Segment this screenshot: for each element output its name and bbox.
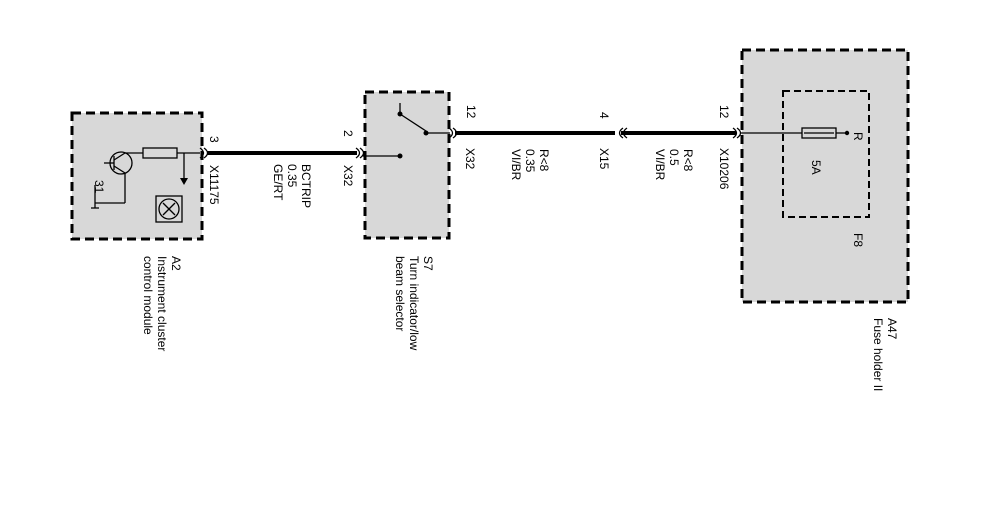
f8-rating-label: 5A xyxy=(809,160,823,175)
wire-r8-035-size: 0.35 xyxy=(523,149,537,173)
wire-bctrip-size: 0.35 xyxy=(285,164,299,188)
wire-r8-05-color: VI/BR xyxy=(653,149,667,181)
ground-symbol xyxy=(91,185,99,209)
a2-name-line1: Instrument cluster xyxy=(155,256,169,351)
connector-x15-icon xyxy=(618,127,628,139)
connector-x11175-icon xyxy=(199,147,209,159)
s7-switch-box xyxy=(363,90,451,240)
s7-pin-left-label: 2 xyxy=(341,130,355,137)
fuse-symbol xyxy=(801,127,850,139)
f8-terminal-label: R xyxy=(851,132,865,141)
a2-pin-label: 3 xyxy=(207,136,221,143)
f8-id-label: F8 xyxy=(851,233,865,247)
wire-r8-035-signal: R<8 xyxy=(537,149,551,172)
wire-r8-035-color: VI/BR xyxy=(509,149,523,181)
s7-pin-right-label: 12 xyxy=(464,105,478,119)
a47-id-label: A47 xyxy=(885,318,899,340)
a2-connector-label: X11175 xyxy=(207,165,221,205)
x15-pin-label: 4 xyxy=(597,112,611,119)
arrow-icon xyxy=(180,178,188,185)
a2-id-label: A2 xyxy=(169,256,183,271)
switch-symbol xyxy=(363,103,450,159)
s7-id-label: S7 xyxy=(421,256,435,271)
a47-pin-label: 12 xyxy=(717,105,731,119)
wire-bctrip-color: GE/RT xyxy=(271,164,285,201)
connector-x10206-icon xyxy=(732,127,742,139)
a2-module-box xyxy=(70,111,204,241)
wire-r8-05-size: 0.5 xyxy=(667,149,681,166)
s7-connector-left-label: X32 xyxy=(341,165,355,187)
wire-bctrip-signal: BCTRIP xyxy=(299,164,313,208)
s7-name-line1: Turn indicator/low xyxy=(407,256,421,351)
s7-name-line2: beam selector xyxy=(393,256,407,331)
transistor-symbol xyxy=(95,151,143,204)
x15-connector-label: X15 xyxy=(597,148,611,170)
s7-connector-right-label: X32 xyxy=(463,148,477,170)
a47-connector-label: X10206 xyxy=(717,148,731,190)
gauge-icon xyxy=(155,195,183,223)
f8-fuse-box xyxy=(782,90,870,218)
a2-name-line2: control module xyxy=(141,256,155,335)
wire-r8-05-signal: R<8 xyxy=(681,149,695,172)
a2-ground-label: 31 xyxy=(92,180,106,194)
connector-x32-right-icon xyxy=(448,127,458,139)
connector-x32-left-icon xyxy=(355,147,365,159)
a47-name-label: Fuse holder II xyxy=(871,318,885,391)
